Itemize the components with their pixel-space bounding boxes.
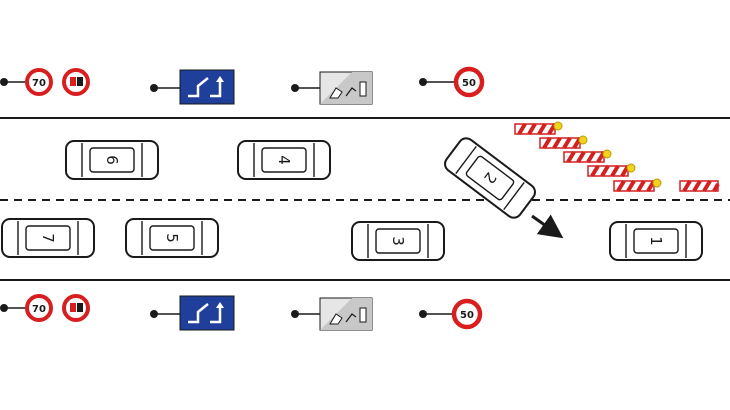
speed-limit-70-icon — [25, 294, 53, 322]
direction-arrow-icon — [531, 214, 564, 239]
car-2: 2 — [444, 137, 536, 219]
road — [0, 117, 730, 281]
bottom-signs: 70 50 — [0, 294, 483, 331]
speed-no-overtaking-sign-top: 70 — [0, 68, 90, 96]
speed-limit-70-text: 70 — [32, 304, 46, 315]
warning-barrier-icon — [539, 135, 588, 150]
car-number-label: 5 — [163, 233, 181, 243]
car-7: 7 — [1, 218, 95, 258]
car-5: 5 — [125, 218, 219, 258]
warning-barrier-icon — [679, 179, 720, 193]
car-6: 6 — [65, 140, 159, 180]
speed-limit-50-sign-bottom: 50 — [419, 298, 483, 330]
warning-barrier-icon — [587, 163, 636, 178]
speed-limit-50-icon — [451, 298, 483, 330]
car-4: 4 — [237, 140, 331, 180]
speed-limit-50-text: 50 — [462, 78, 476, 89]
car-3: 3 — [351, 221, 445, 261]
car-number-label: 3 — [389, 236, 407, 246]
roadworks-barriers — [514, 121, 720, 193]
car-number-label: 1 — [647, 236, 665, 246]
roadworks-sign-top — [291, 71, 373, 105]
car-number-label: 7 — [39, 233, 57, 243]
roadworks-sign-bottom — [291, 297, 373, 331]
car-1: 1 — [609, 221, 703, 261]
speed-limit-70-icon — [25, 68, 53, 96]
lane-end-sign-top — [150, 69, 235, 105]
top-signs: 70 50 — [0, 66, 485, 105]
cars: 6 4 2 7 5 3 1 — [1, 137, 703, 261]
lane-end-sign-bottom — [150, 295, 235, 331]
warning-barrier-icon — [563, 149, 612, 164]
speed-no-overtaking-sign-bottom: 70 — [0, 294, 90, 322]
lane-merge-sign-icon — [179, 295, 235, 331]
car-number-label: 6 — [103, 155, 121, 165]
car-number-label: 4 — [275, 155, 293, 165]
speed-limit-50-icon — [453, 66, 485, 98]
lane-merge-sign-icon — [179, 69, 235, 105]
warning-barrier-icon — [613, 178, 662, 193]
speed-limit-50-sign-top: 50 — [419, 66, 485, 98]
speed-limit-70-text: 70 — [32, 78, 46, 89]
speed-limit-50-text: 50 — [460, 310, 474, 321]
warning-barrier-icon — [514, 121, 563, 136]
